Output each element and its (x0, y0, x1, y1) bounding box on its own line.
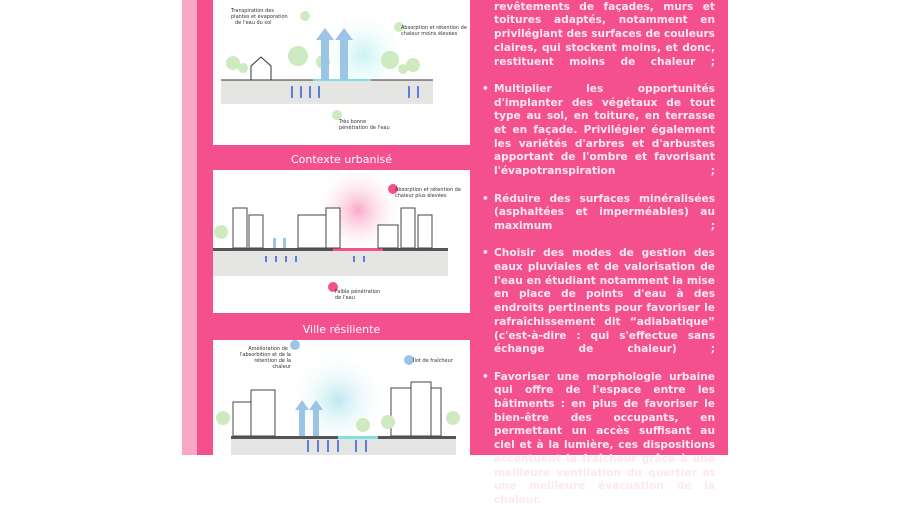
label-amelioration-2: l'absorbition et de la (240, 352, 291, 358)
label-absorption-2: chaleur plus élevées (395, 192, 447, 199)
label-absorption-2: chaleur moins élevées (401, 30, 458, 37)
label-transpiration-3: de l'eau du sol (235, 20, 272, 26)
list-item: Favoriser une morphologie urbaine qui of… (481, 371, 715, 508)
list-item: Multiplier les opportunités d'implanter … (481, 83, 715, 179)
diagram-urban-context: Absorption et rétention de chaleur plus … (213, 170, 470, 313)
water-drop-icon (328, 282, 338, 292)
label-amelioration: Amélioration de (248, 345, 288, 352)
recommendations-list: Choisir des matériaux de revêtements de … (481, 0, 715, 521)
diagram-natural-context: Transpiration des plantes et évaporation… (213, 0, 470, 145)
label-absorption: Absorption et rétention de (395, 186, 461, 193)
label-penetration: Très bonne (338, 118, 366, 125)
label-penetration-2: pénétration de l'eau (339, 124, 390, 131)
side-strip (182, 0, 197, 455)
cool-island-icon (404, 355, 414, 365)
thermometer-icon (388, 184, 398, 194)
caption-resiliente: Ville résiliente (302, 323, 381, 336)
label-transpiration: Transpiration des (230, 8, 274, 14)
diagram-resilient-city: Amélioration de l'absorbition et de la r… (213, 340, 470, 455)
thermometer-icon (290, 340, 300, 350)
label-amelioration-3: rétention de la (254, 357, 291, 364)
label-absorption: Absorption et rétention de (401, 24, 467, 31)
label-ilot-fraicheur: Îlot de fraîcheur (413, 357, 454, 364)
label-penetration: Faible pénétration (335, 288, 380, 295)
label-transpiration-2: plantes et évaporation (231, 13, 288, 20)
water-drop-icon (332, 110, 342, 120)
caption-urbanise: Contexte urbanisé (290, 153, 393, 166)
label-amelioration-4: chaleur (272, 364, 292, 370)
list-item: Réduire des surfaces minéralisées (aspha… (481, 193, 715, 234)
list-item: Choisir des matériaux de revêtements de … (481, 0, 715, 69)
thermometer-icon (394, 22, 404, 32)
tree-icon (300, 11, 310, 21)
list-item: Choisir des modes de gestion des eaux pl… (481, 247, 715, 357)
label-penetration-2: de l'eau (335, 295, 355, 301)
